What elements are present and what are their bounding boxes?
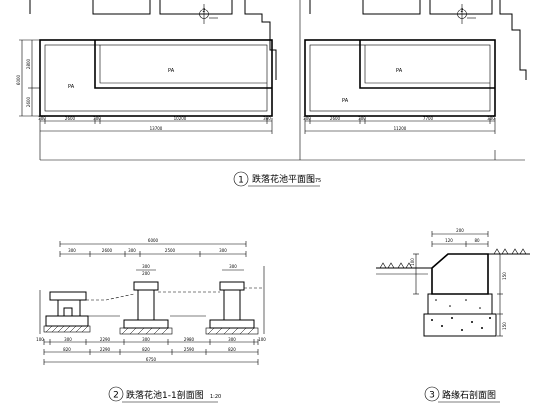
area-label: PA xyxy=(168,68,175,74)
dim-text: 300 xyxy=(358,116,366,121)
dim-text: 300 xyxy=(68,248,76,253)
plan-caption: 1 跌落花池平面图 1:75 xyxy=(40,150,525,187)
dim-text: 300 xyxy=(219,248,227,253)
dim-text: 2600 xyxy=(102,248,113,253)
dim-text: 7700 xyxy=(423,116,434,121)
plan-view-right: 2 PA PA 300 2600 300 7700 300 11200 xyxy=(299,0,527,160)
curb-caption-title: 路缘石剖面图 xyxy=(442,389,496,401)
plan-caption-scale: 1:75 xyxy=(310,178,321,184)
dim-text: 150 xyxy=(502,272,507,280)
wall-footing xyxy=(45,315,89,327)
grass-marks xyxy=(379,248,527,269)
dim-text: 6000 xyxy=(148,238,159,243)
dim-text: 300 xyxy=(38,116,46,121)
area-label: PA xyxy=(396,68,403,74)
dim-text: 2590 xyxy=(184,347,195,352)
curb-detail: 200 120 80 xyxy=(376,228,530,337)
dim-text: 80 xyxy=(474,238,480,243)
curb-caption: 3 路缘石剖面图 xyxy=(424,386,500,403)
section-caption-scale: 1:20 xyxy=(210,394,221,400)
dim-text: 2600 xyxy=(330,116,341,121)
dim-text: 300 xyxy=(229,264,237,269)
dim-text: 200 xyxy=(456,228,464,233)
post-footing xyxy=(209,319,255,329)
pool-outline-right xyxy=(304,39,496,117)
dim-text: 2290 xyxy=(100,337,111,342)
dim-text: 2500 xyxy=(165,248,176,253)
section-caption: 2 跌落花池1-1剖面图 1:20 xyxy=(108,386,221,403)
section-mark-text: 2 xyxy=(460,8,463,14)
dim-text: 300 xyxy=(303,116,311,121)
dim-text: 2600 xyxy=(26,96,31,107)
caption-number-circle xyxy=(233,171,249,187)
wall-cap xyxy=(49,291,87,301)
dim-text: 300 xyxy=(142,337,150,342)
caption-number: 2 xyxy=(113,391,119,401)
section-view: 6000 300 2600 300 2500 300 300 200 300 xyxy=(36,238,266,365)
dim-text: 300 xyxy=(64,337,72,342)
dim-text: 13700 xyxy=(150,126,163,131)
soil-hatch xyxy=(45,325,255,335)
gravel-base xyxy=(423,313,497,337)
dim-text: 300 xyxy=(228,337,236,342)
dim-text: 6000 xyxy=(16,74,21,85)
caption-number-circle xyxy=(424,386,440,402)
dim-text: 300 xyxy=(263,116,271,121)
dim-text: 2800 xyxy=(26,58,31,69)
section-mark-text: 2 xyxy=(202,8,205,14)
pool-outline-left xyxy=(39,39,273,117)
gravel-dots xyxy=(431,299,491,331)
post-footing xyxy=(123,319,169,329)
area-label: PA xyxy=(342,98,349,104)
dim-text: 820 xyxy=(228,347,236,352)
dim-text: 100 xyxy=(36,337,44,342)
plan-view-left: 2 PA PA 6000 2800 2600 300 2600 300 1020… xyxy=(16,0,277,160)
caption-number-circle xyxy=(108,386,124,402)
dim-text: 300 xyxy=(142,264,150,269)
dim-text: 100 xyxy=(258,337,266,342)
dim-text: 100 xyxy=(410,258,415,266)
dim-text: 11200 xyxy=(394,126,407,131)
curb-base xyxy=(427,293,493,315)
dim-text: 820 xyxy=(142,347,150,352)
area-label: PA xyxy=(68,84,75,90)
dim-text: 300 xyxy=(487,116,495,121)
dim-text: 2980 xyxy=(184,337,195,342)
dim-text: 150 xyxy=(502,322,507,330)
dim-text: 2290 xyxy=(100,347,111,352)
curb-stone xyxy=(431,253,489,295)
dim-text: 820 xyxy=(63,347,71,352)
dim-text: 300 xyxy=(93,116,101,121)
dim-text: 300 xyxy=(128,248,136,253)
post-cap xyxy=(133,281,159,291)
section-caption-title: 跌落花池1-1剖面图 xyxy=(126,389,204,401)
dim-text: 200 xyxy=(142,271,150,276)
plan-caption-title: 跌落花池平面图 xyxy=(252,173,315,185)
caption-number: 1 xyxy=(238,176,244,186)
dim-text: 6750 xyxy=(146,357,157,362)
dim-text: 10200 xyxy=(174,116,187,121)
post-cap xyxy=(219,281,245,291)
dim-text: 120 xyxy=(445,238,453,243)
dim-text: 2600 xyxy=(65,116,76,121)
caption-number: 3 xyxy=(429,391,435,401)
